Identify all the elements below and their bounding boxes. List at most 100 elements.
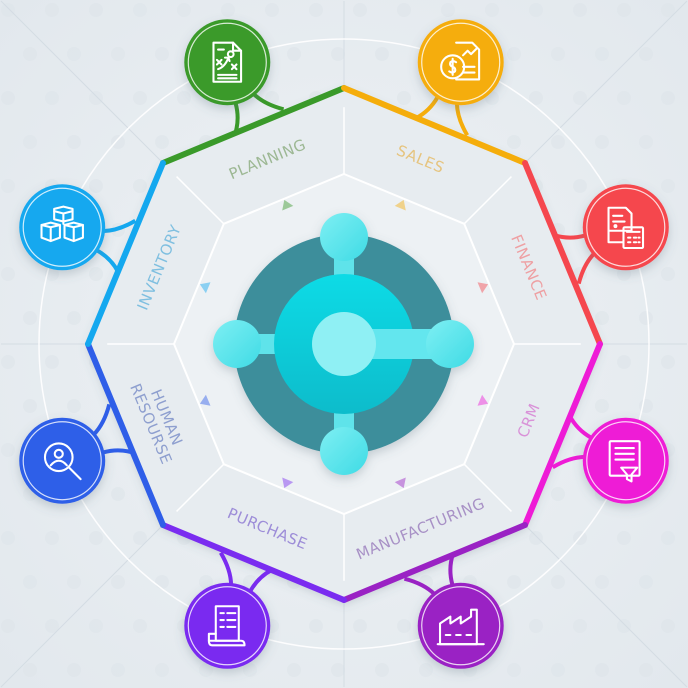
pattern-dot bbox=[199, 663, 213, 677]
pattern-dot bbox=[89, 3, 103, 17]
pattern-dot bbox=[551, 47, 565, 61]
pattern-dot bbox=[1, 267, 15, 281]
pattern-dot bbox=[45, 91, 59, 105]
sector-divider bbox=[176, 463, 225, 512]
pattern-dot bbox=[133, 91, 147, 105]
edge-sales bbox=[341, 85, 529, 166]
pattern-dot bbox=[441, 3, 455, 17]
pattern-dot bbox=[1, 531, 15, 545]
finance-calculator-icon bbox=[607, 206, 645, 250]
pattern-dot bbox=[45, 531, 59, 545]
icon-inner-ring bbox=[22, 421, 102, 501]
pattern-dot bbox=[67, 47, 81, 61]
pattern-dot bbox=[111, 47, 125, 61]
crm-funnel-icon bbox=[608, 440, 641, 483]
pattern-dot bbox=[89, 267, 103, 281]
pattern-dot bbox=[89, 619, 103, 633]
pattern-dot bbox=[551, 663, 565, 677]
connector-finance bbox=[553, 233, 596, 285]
pattern-dot bbox=[661, 3, 675, 17]
triangle-marker bbox=[477, 394, 489, 406]
module-icon-purchase[interactable] bbox=[184, 582, 271, 669]
pattern-dot bbox=[133, 531, 147, 545]
pattern-dot bbox=[617, 91, 631, 105]
icon-inner-ring bbox=[421, 586, 501, 666]
factory-icon bbox=[436, 608, 485, 646]
module-icon-inventory[interactable] bbox=[19, 184, 106, 271]
module-icon-manufacturing[interactable] bbox=[417, 582, 504, 669]
module-icon-planning[interactable] bbox=[184, 19, 271, 106]
pattern-dot bbox=[661, 179, 675, 193]
icon-inner-ring bbox=[187, 586, 267, 666]
pattern-dot bbox=[23, 135, 37, 149]
icon-circle bbox=[184, 582, 271, 669]
icon-inner-ring bbox=[586, 187, 666, 267]
triangle-marker bbox=[282, 199, 294, 211]
pattern-dot bbox=[595, 47, 609, 61]
connector-manufacturing bbox=[403, 553, 455, 596]
module-icon-human-resourse[interactable] bbox=[19, 417, 106, 504]
pattern-dot bbox=[45, 619, 59, 633]
pattern-dot bbox=[155, 135, 169, 149]
pattern-dot bbox=[639, 311, 653, 325]
pattern-dot bbox=[529, 3, 543, 17]
pattern-dot bbox=[1, 179, 15, 193]
pattern-dot bbox=[661, 619, 675, 633]
pattern-dot bbox=[507, 135, 521, 149]
icon-circle bbox=[417, 19, 504, 106]
edge-finance bbox=[522, 159, 603, 347]
pattern-dot bbox=[67, 311, 81, 325]
connector-crm bbox=[551, 414, 592, 469]
pattern-dot bbox=[529, 619, 543, 633]
pattern-dot bbox=[133, 3, 147, 17]
pattern-dot bbox=[529, 91, 543, 105]
pattern-dot bbox=[617, 355, 631, 369]
pattern-dot bbox=[89, 531, 103, 545]
pattern-dot bbox=[419, 663, 433, 677]
connector-sales bbox=[414, 96, 469, 137]
pattern-dot bbox=[529, 531, 543, 545]
hr-search-person-icon bbox=[43, 442, 82, 481]
pattern-dot bbox=[331, 47, 345, 61]
pattern-dot bbox=[1, 3, 15, 17]
pattern-dot bbox=[485, 3, 499, 17]
pattern-dot bbox=[177, 3, 191, 17]
pattern-dot bbox=[507, 47, 521, 61]
pattern-dot bbox=[111, 663, 125, 677]
connector-planning bbox=[233, 92, 285, 135]
module-icon-sales[interactable] bbox=[417, 19, 504, 106]
pattern-dot bbox=[353, 619, 367, 633]
sector-divider bbox=[176, 176, 225, 225]
pattern-dot bbox=[309, 3, 323, 17]
module-icon-crm[interactable] bbox=[582, 417, 669, 504]
pattern-dot bbox=[111, 135, 125, 149]
pattern-dot bbox=[661, 531, 675, 545]
module-icon-finance[interactable] bbox=[582, 184, 669, 271]
edge-inventory bbox=[85, 159, 166, 347]
pattern-dot bbox=[397, 619, 411, 633]
pattern-dot bbox=[551, 487, 565, 501]
logo-center-node bbox=[312, 312, 376, 376]
triangle-marker bbox=[394, 477, 406, 489]
logo-node-top bbox=[320, 213, 368, 261]
pattern-dot bbox=[265, 91, 279, 105]
pattern-dot bbox=[155, 575, 169, 589]
pattern-dot bbox=[617, 267, 631, 281]
pattern-dot bbox=[661, 91, 675, 105]
pattern-dot bbox=[45, 355, 59, 369]
pattern-dot bbox=[23, 663, 37, 677]
pattern-dot bbox=[551, 575, 565, 589]
pattern-dot bbox=[23, 399, 37, 413]
pattern-dot bbox=[133, 619, 147, 633]
pattern-dot bbox=[595, 311, 609, 325]
triangle-marker bbox=[394, 199, 406, 211]
sector-divider bbox=[463, 176, 512, 225]
edge-purchase bbox=[159, 522, 347, 603]
pattern-dot bbox=[639, 575, 653, 589]
edge-human-resourse bbox=[85, 341, 166, 529]
colored-edges bbox=[85, 85, 603, 603]
pattern-dot bbox=[23, 575, 37, 589]
pattern-dot bbox=[353, 3, 367, 17]
logo-node-right bbox=[426, 320, 474, 368]
